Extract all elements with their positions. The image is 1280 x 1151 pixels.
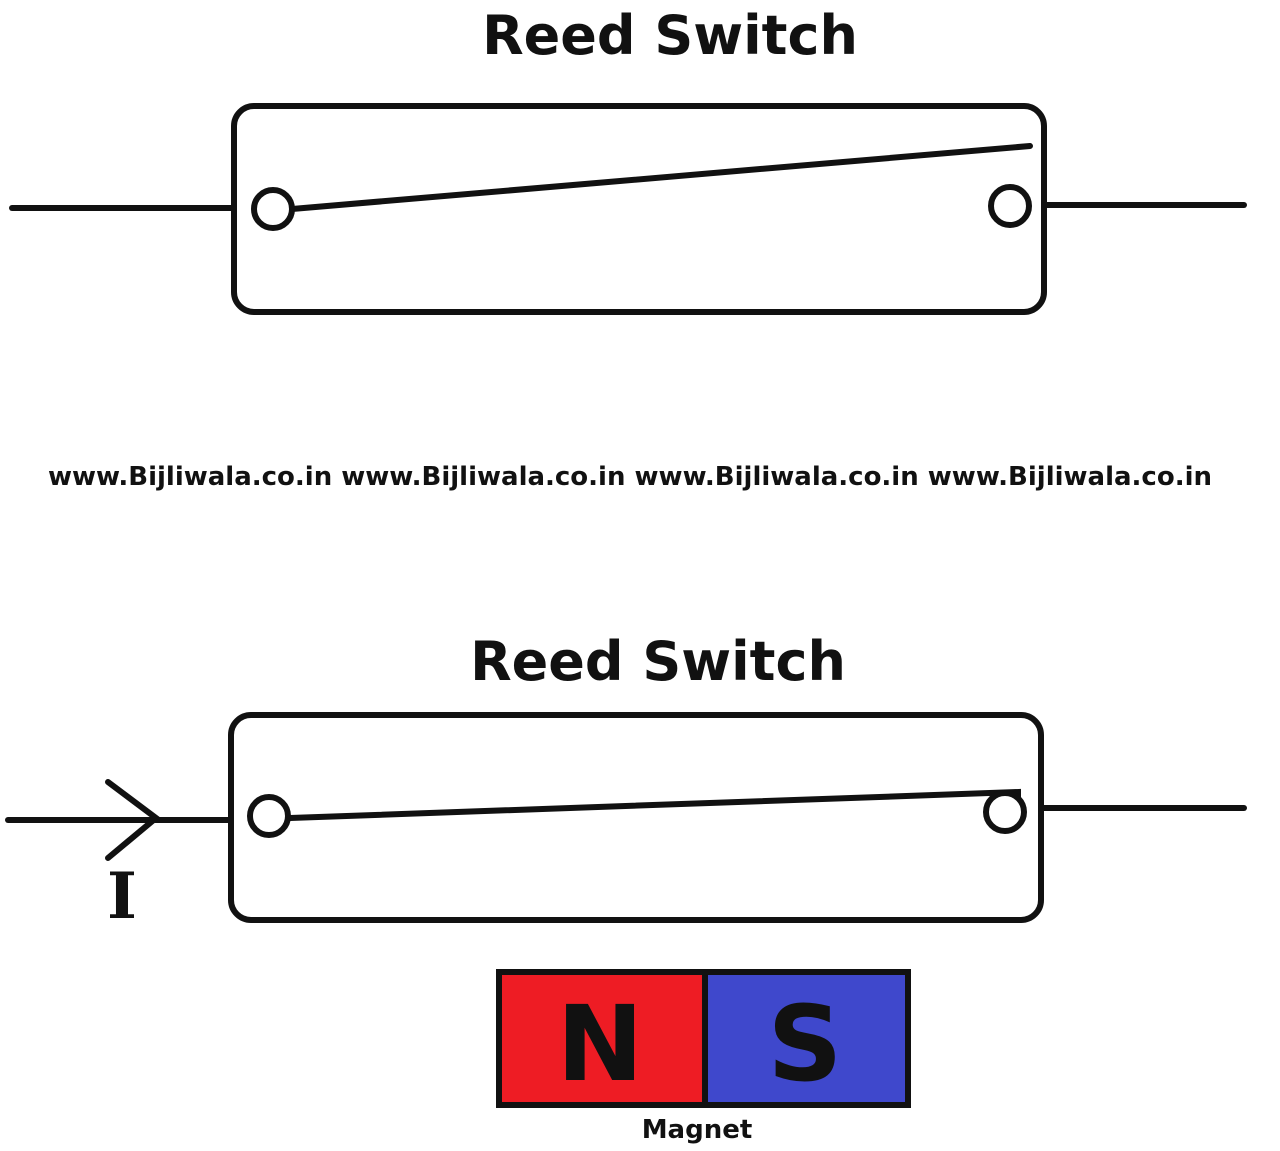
watermark-text: www.Bijliwala.co.in www.Bijliwala.co.in … [48,462,1212,492]
closed-switch-title: Reed Switch [470,630,846,693]
closed-switch-right-terminal [983,790,1027,834]
closed-reed-switch: Reed Switch I [5,630,1247,934]
open-switch-left-terminal [251,187,295,231]
closed-switch-glass-envelope [228,712,1044,923]
open-reed-switch: Reed Switch [9,4,1247,315]
open-switch-right-terminal [988,184,1032,228]
magnet-caption: Magnet [642,1115,753,1145]
magnet-south-label: S [768,983,843,1105]
current-label: I [107,859,137,934]
open-switch-glass-envelope [231,103,1047,315]
open-switch-reed-contact [289,143,1033,212]
magnet-south-pole [702,969,911,1108]
closed-switch-left-terminal [247,794,291,838]
magnet-north-label: N [556,983,643,1105]
magnet: N S Magnet [496,969,911,1145]
open-switch-title: Reed Switch [482,4,858,67]
current-direction-arrow-icon [105,779,161,861]
